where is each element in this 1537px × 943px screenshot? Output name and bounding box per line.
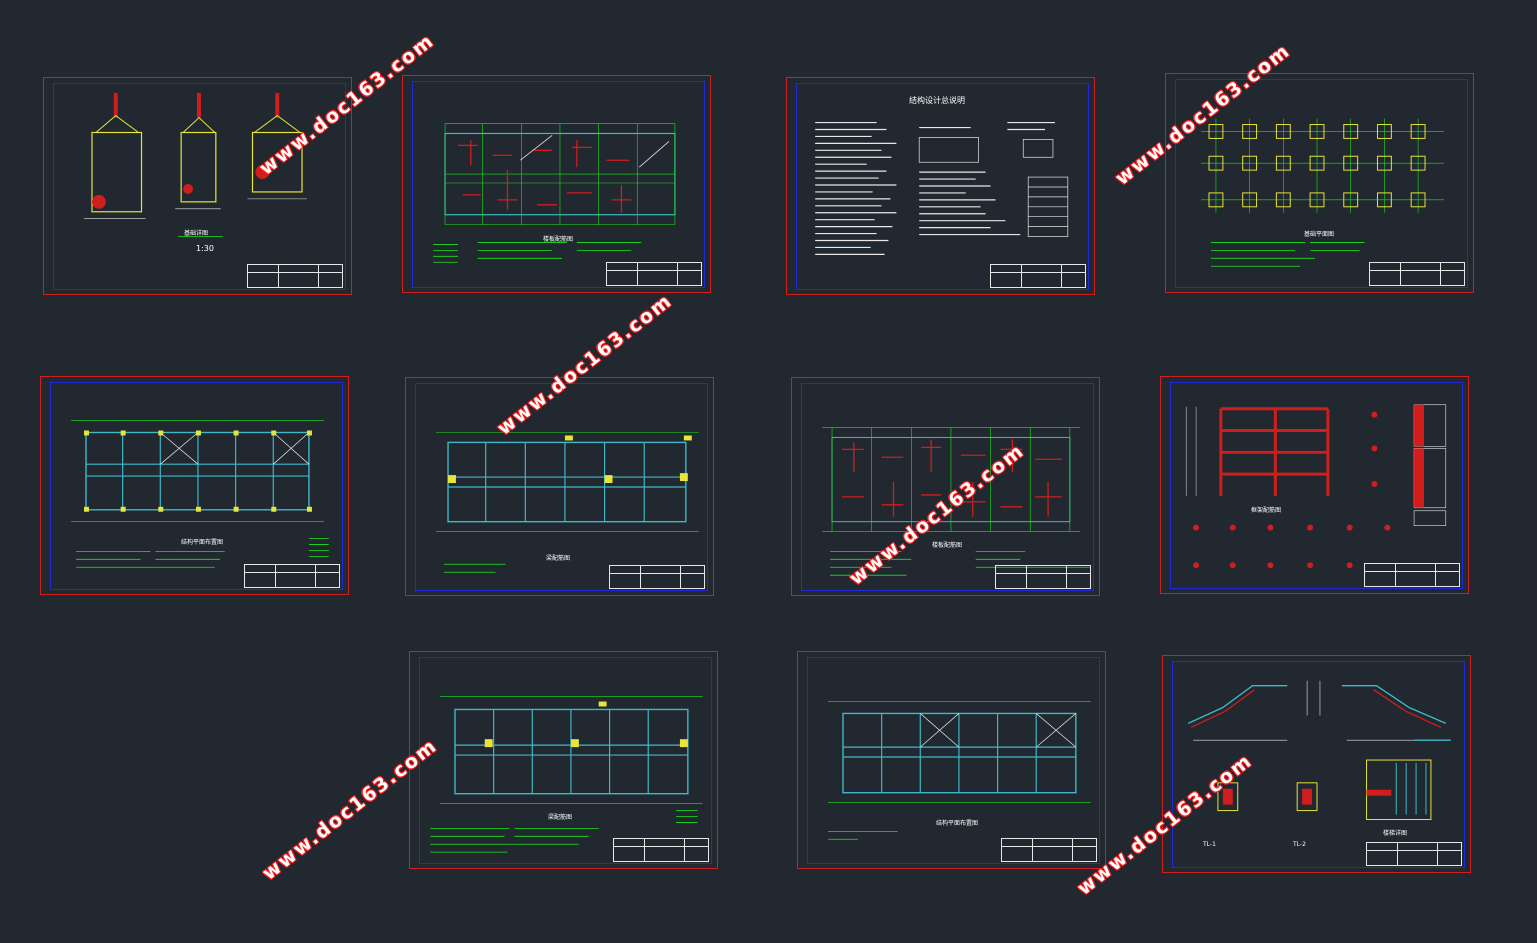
sheet-caption: 楼梯详图 <box>1383 830 1408 837</box>
drawing-sheet-beam-plan[interactable]: 梁配筋图 <box>405 377 714 596</box>
title-block <box>1364 563 1460 587</box>
frame-elevation-drawing <box>1185 404 1447 569</box>
sheet-inner-frame <box>801 383 1094 591</box>
drawing-sheet-foundation-detail[interactable]: 基础详图 1:30 <box>43 77 352 295</box>
title-block <box>990 264 1086 288</box>
title-block <box>1369 262 1465 286</box>
title-block <box>247 264 343 288</box>
sheet-inner-frame <box>1170 382 1463 589</box>
sheet-inner-frame <box>807 657 1100 864</box>
slab-rebar-drawing <box>822 427 1090 576</box>
sheet-caption: 框架配筋图 <box>1251 507 1282 514</box>
sheet-inner-frame <box>419 657 712 864</box>
sheet-inner-frame <box>412 81 705 288</box>
sheet-inner-frame <box>415 383 708 591</box>
drawing-sheet-stair-detail[interactable]: TL-1 TL-2 楼梯详图 <box>1162 655 1471 873</box>
title-block <box>613 838 709 862</box>
sheet-caption: 结构平面布置图 <box>181 539 224 546</box>
title-block <box>244 564 340 588</box>
title-block <box>609 565 705 589</box>
sheet-caption: 楼板配筋图 <box>932 542 963 549</box>
stair-label-tl2: TL-2 <box>1293 841 1306 848</box>
sheet-inner-frame <box>53 83 346 290</box>
drawing-sheet-slab-rebar-2[interactable]: 楼板配筋图 <box>791 377 1100 596</box>
sheet-scale: 1:30 <box>196 244 214 253</box>
drawing-sheet-frame-plan[interactable]: 结构平面布置图 <box>40 376 349 595</box>
sheet-inner-frame <box>1172 661 1465 868</box>
drawing-sheet-foundation-plan[interactable]: 基础平面图 <box>1165 73 1474 293</box>
sheet-inner-frame <box>50 382 343 590</box>
stair-detail-drawing <box>1187 680 1451 820</box>
beam-plan-drawing <box>430 696 703 853</box>
sheet-caption: 基础平面图 <box>1304 231 1335 238</box>
design-notes-text <box>815 121 1069 255</box>
sheet-caption: 楼板配筋图 <box>543 236 574 243</box>
beam-plan-drawing <box>436 432 699 573</box>
sheet-caption: 结构平面布置图 <box>936 820 979 827</box>
stair-label-tl1: TL-1 <box>1203 841 1216 848</box>
sheet-caption: 梁配筋图 <box>546 555 571 562</box>
frame-plan-drawing <box>71 420 329 568</box>
drawing-sheet-frame-elevation[interactable]: 框架配筋图 <box>1160 376 1469 594</box>
sheet-caption: 梁配筋图 <box>548 814 573 821</box>
foundation-detail-drawing <box>84 92 307 237</box>
title-block <box>606 262 702 286</box>
foundation-plan-drawing <box>1201 118 1444 267</box>
frame-plan-drawing <box>828 701 1091 840</box>
slab-rebar-drawing <box>433 123 676 263</box>
title-block <box>1366 842 1462 866</box>
sheet-inner-frame <box>1175 79 1468 288</box>
drawing-sheet-frame-plan-2[interactable]: 结构平面布置图 <box>797 651 1106 869</box>
sheet-caption: 结构设计总说明 <box>909 96 965 105</box>
drawing-sheet-design-notes[interactable]: 结构设计总说明 <box>786 77 1095 295</box>
drawing-sheet-slab-rebar[interactable]: 楼板配筋图 <box>402 75 711 293</box>
title-block <box>995 565 1091 589</box>
drawing-sheet-beam-plan-2[interactable]: 梁配筋图 <box>409 651 718 869</box>
title-block <box>1001 838 1097 862</box>
sheet-inner-frame <box>796 83 1089 290</box>
sheet-caption: 基础详图 <box>184 230 209 237</box>
